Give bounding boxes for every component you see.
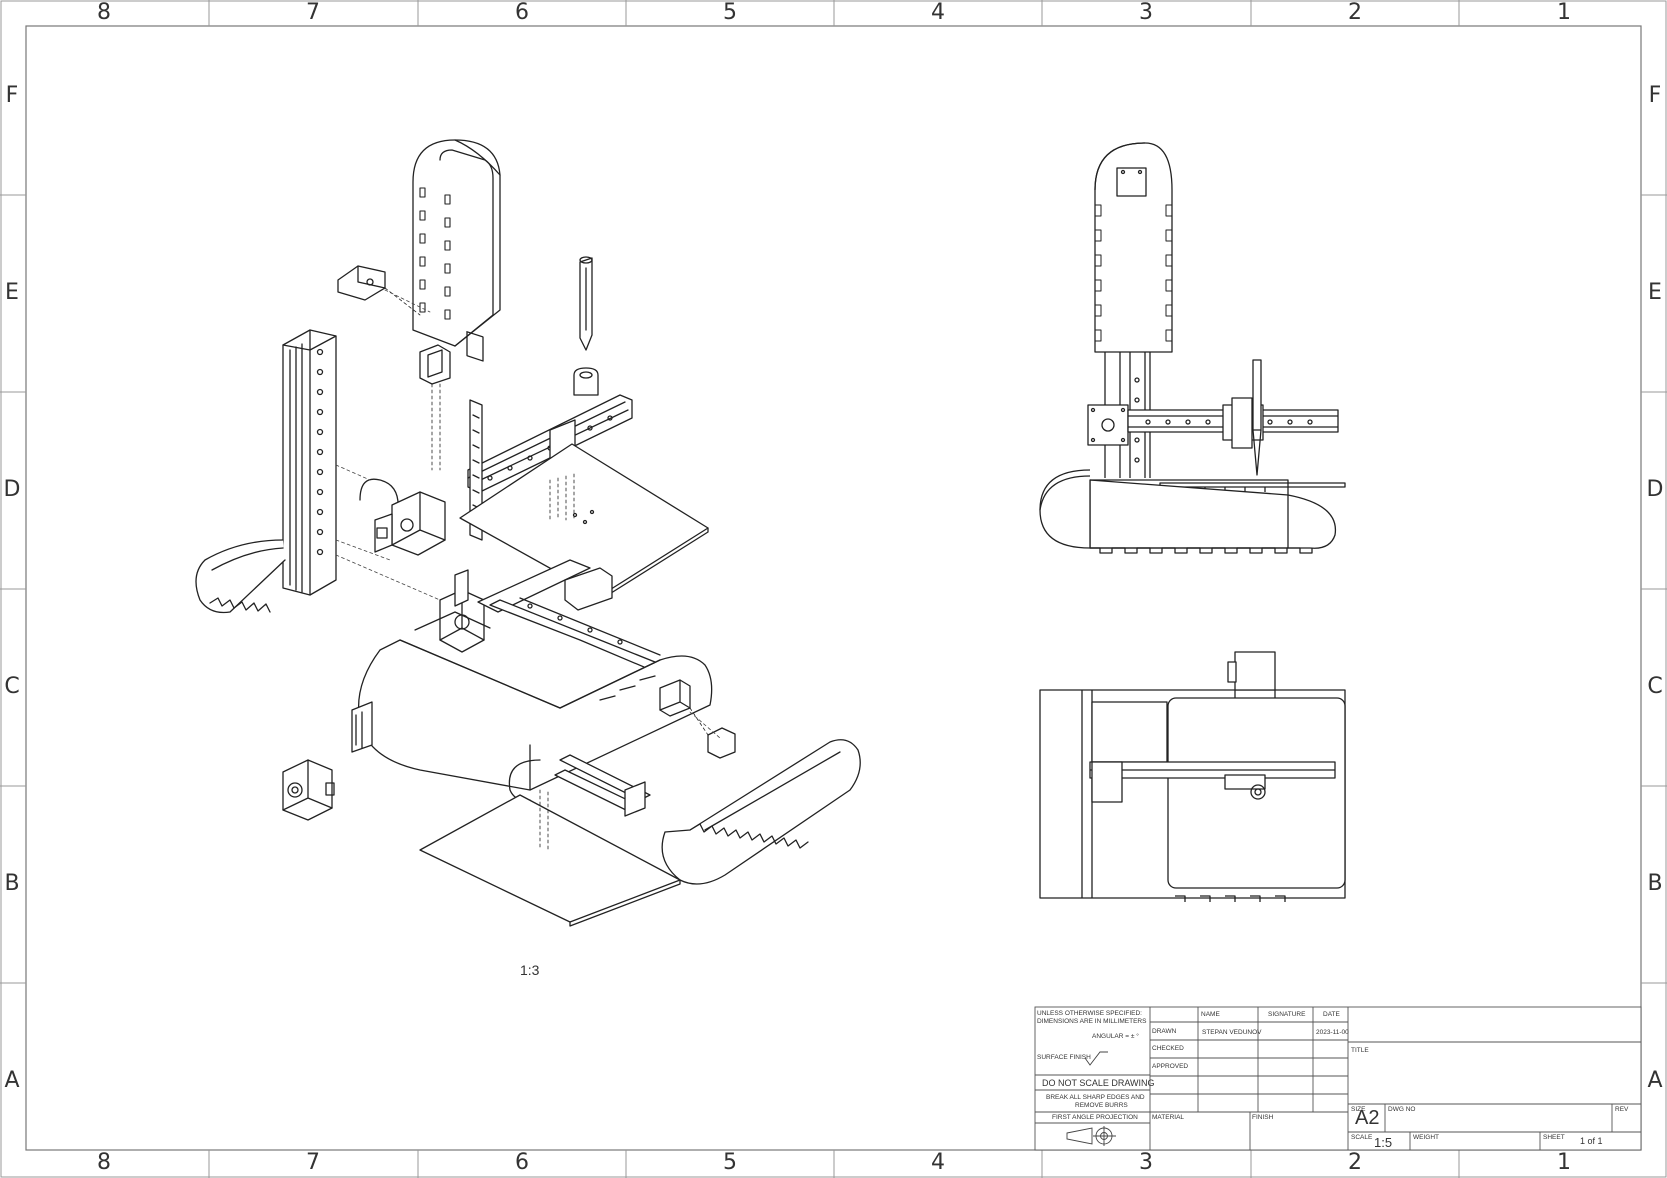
- tb-row-approved: APPROVED: [1152, 1063, 1189, 1070]
- y-rails: [477, 559, 681, 679]
- zone-col-bottom-5: 5: [723, 1150, 737, 1175]
- zone-col-top-7: 7: [306, 0, 320, 25]
- corner-motor-bracket: [439, 569, 485, 653]
- zone-col-bottom-3: 3: [1139, 1150, 1153, 1175]
- tb-finish: FINISH: [1252, 1114, 1274, 1121]
- lower-frame-extrusions: [351, 701, 651, 817]
- zone-col-top-6: 6: [515, 0, 529, 25]
- zone-col-top-5: 5: [723, 0, 737, 25]
- tb-angular: ANGULAR = ± °: [1092, 1033, 1139, 1040]
- tb-header-date: DATE: [1323, 1011, 1340, 1018]
- zone-col-bottom-8: 8: [97, 1150, 111, 1175]
- zone-col-top-8: 8: [97, 0, 111, 25]
- zone-col-bottom-7: 7: [306, 1150, 320, 1175]
- zone-col-bottom-4: 4: [931, 1150, 945, 1175]
- zone-col-top-3: 3: [1139, 0, 1153, 25]
- tb-scale-label: SCALE: [1351, 1134, 1373, 1141]
- zone-row-right-F: F: [1648, 83, 1662, 108]
- tb-material: MATERIAL: [1152, 1114, 1185, 1121]
- zone-col-bottom-2: 2: [1348, 1150, 1362, 1175]
- zone-row-left-C: C: [4, 674, 20, 699]
- tb-title-label: TITLE: [1351, 1047, 1369, 1054]
- cover-clip: [419, 344, 451, 471]
- tb-sheet-label: SHEET: [1543, 1134, 1565, 1141]
- zone-col-top-4: 4: [931, 0, 945, 25]
- tb-projection: FIRST ANGLE PROJECTION: [1052, 1114, 1138, 1121]
- zone-row-right-B: B: [1647, 871, 1663, 896]
- zone-row-right-A: A: [1647, 1068, 1663, 1093]
- tb-surface-finish: SURFACE FINISH: [1037, 1054, 1091, 1061]
- top-bracket: [337, 265, 421, 316]
- zone-row-left-A: A: [4, 1068, 20, 1093]
- zone-row-left-F: F: [5, 83, 19, 108]
- tb-rev-label: REV: [1615, 1106, 1629, 1113]
- tb-drawn-name: STEPAN VEDUNOV: [1202, 1029, 1262, 1036]
- tb-tolerance-note-2: DIMENSIONS ARE IN MILLIMETERS: [1037, 1018, 1147, 1025]
- tb-break-edges-2: REMOVE BURRS: [1075, 1102, 1128, 1109]
- title-block: [1034, 1006, 1642, 1151]
- zone-row-right-C: C: [1647, 674, 1663, 699]
- first-angle-projection-symbol: [1066, 1126, 1116, 1146]
- tb-row-drawn: DRAWN: [1152, 1028, 1177, 1035]
- bed-plate-lower: [419, 789, 681, 927]
- pen-tool: [573, 256, 599, 396]
- zone-row-left-D: D: [3, 477, 21, 502]
- tb-header-name: NAME: [1201, 1011, 1220, 1018]
- zone-col-top-1: 1: [1557, 0, 1571, 25]
- zone-col-top-2: 2: [1348, 0, 1362, 25]
- zone-row-left-B: B: [4, 871, 20, 896]
- isometric-exploded-view: [195, 139, 861, 927]
- tb-tolerance-note-1: UNLESS OTHERWISE SPECIFIED:: [1037, 1010, 1142, 1017]
- zone-col-bottom-6: 6: [515, 1150, 529, 1175]
- loose-stepper-motor: [282, 759, 335, 821]
- tb-drawn-date: 2023-11-00: [1316, 1029, 1349, 1036]
- tb-header-signature: SIGNATURE: [1268, 1011, 1306, 1018]
- top-view: [1039, 651, 1346, 902]
- tb-size-label: SIZE: [1351, 1106, 1366, 1113]
- tb-size-value: A2: [1355, 1107, 1380, 1129]
- zone-col-bottom-1: 1: [1557, 1150, 1571, 1175]
- right-spacer-block: [659, 679, 736, 759]
- left-cable-chain: [195, 478, 399, 614]
- drawing-frame: [25, 25, 1642, 1151]
- zone-row-left-E: E: [5, 280, 19, 305]
- zone-row-right-E: E: [1648, 280, 1662, 305]
- zone-row-right-D: D: [1646, 477, 1664, 502]
- front-view: [1039, 142, 1346, 554]
- vertical-extrusion: [282, 329, 337, 596]
- tower-cover: [412, 139, 501, 362]
- iso-view-scale-label: 1:3: [520, 962, 540, 978]
- tb-weight-label: WEIGHT: [1413, 1134, 1439, 1141]
- tb-row-checked: CHECKED: [1152, 1045, 1184, 1052]
- stepper-motor-mid: [374, 491, 446, 556]
- right-cable-chain: [661, 739, 861, 885]
- tb-dwg-no-label: DWG NO: [1388, 1106, 1416, 1113]
- tb-sheet-value: 1 of 1: [1580, 1136, 1603, 1146]
- base-housing: [357, 611, 713, 801]
- tb-scale-value: 1:5: [1374, 1135, 1393, 1150]
- tb-break-edges-1: BREAK ALL SHARP EDGES AND: [1046, 1094, 1145, 1101]
- tb-do-not-scale: DO NOT SCALE DRAWING: [1042, 1078, 1155, 1088]
